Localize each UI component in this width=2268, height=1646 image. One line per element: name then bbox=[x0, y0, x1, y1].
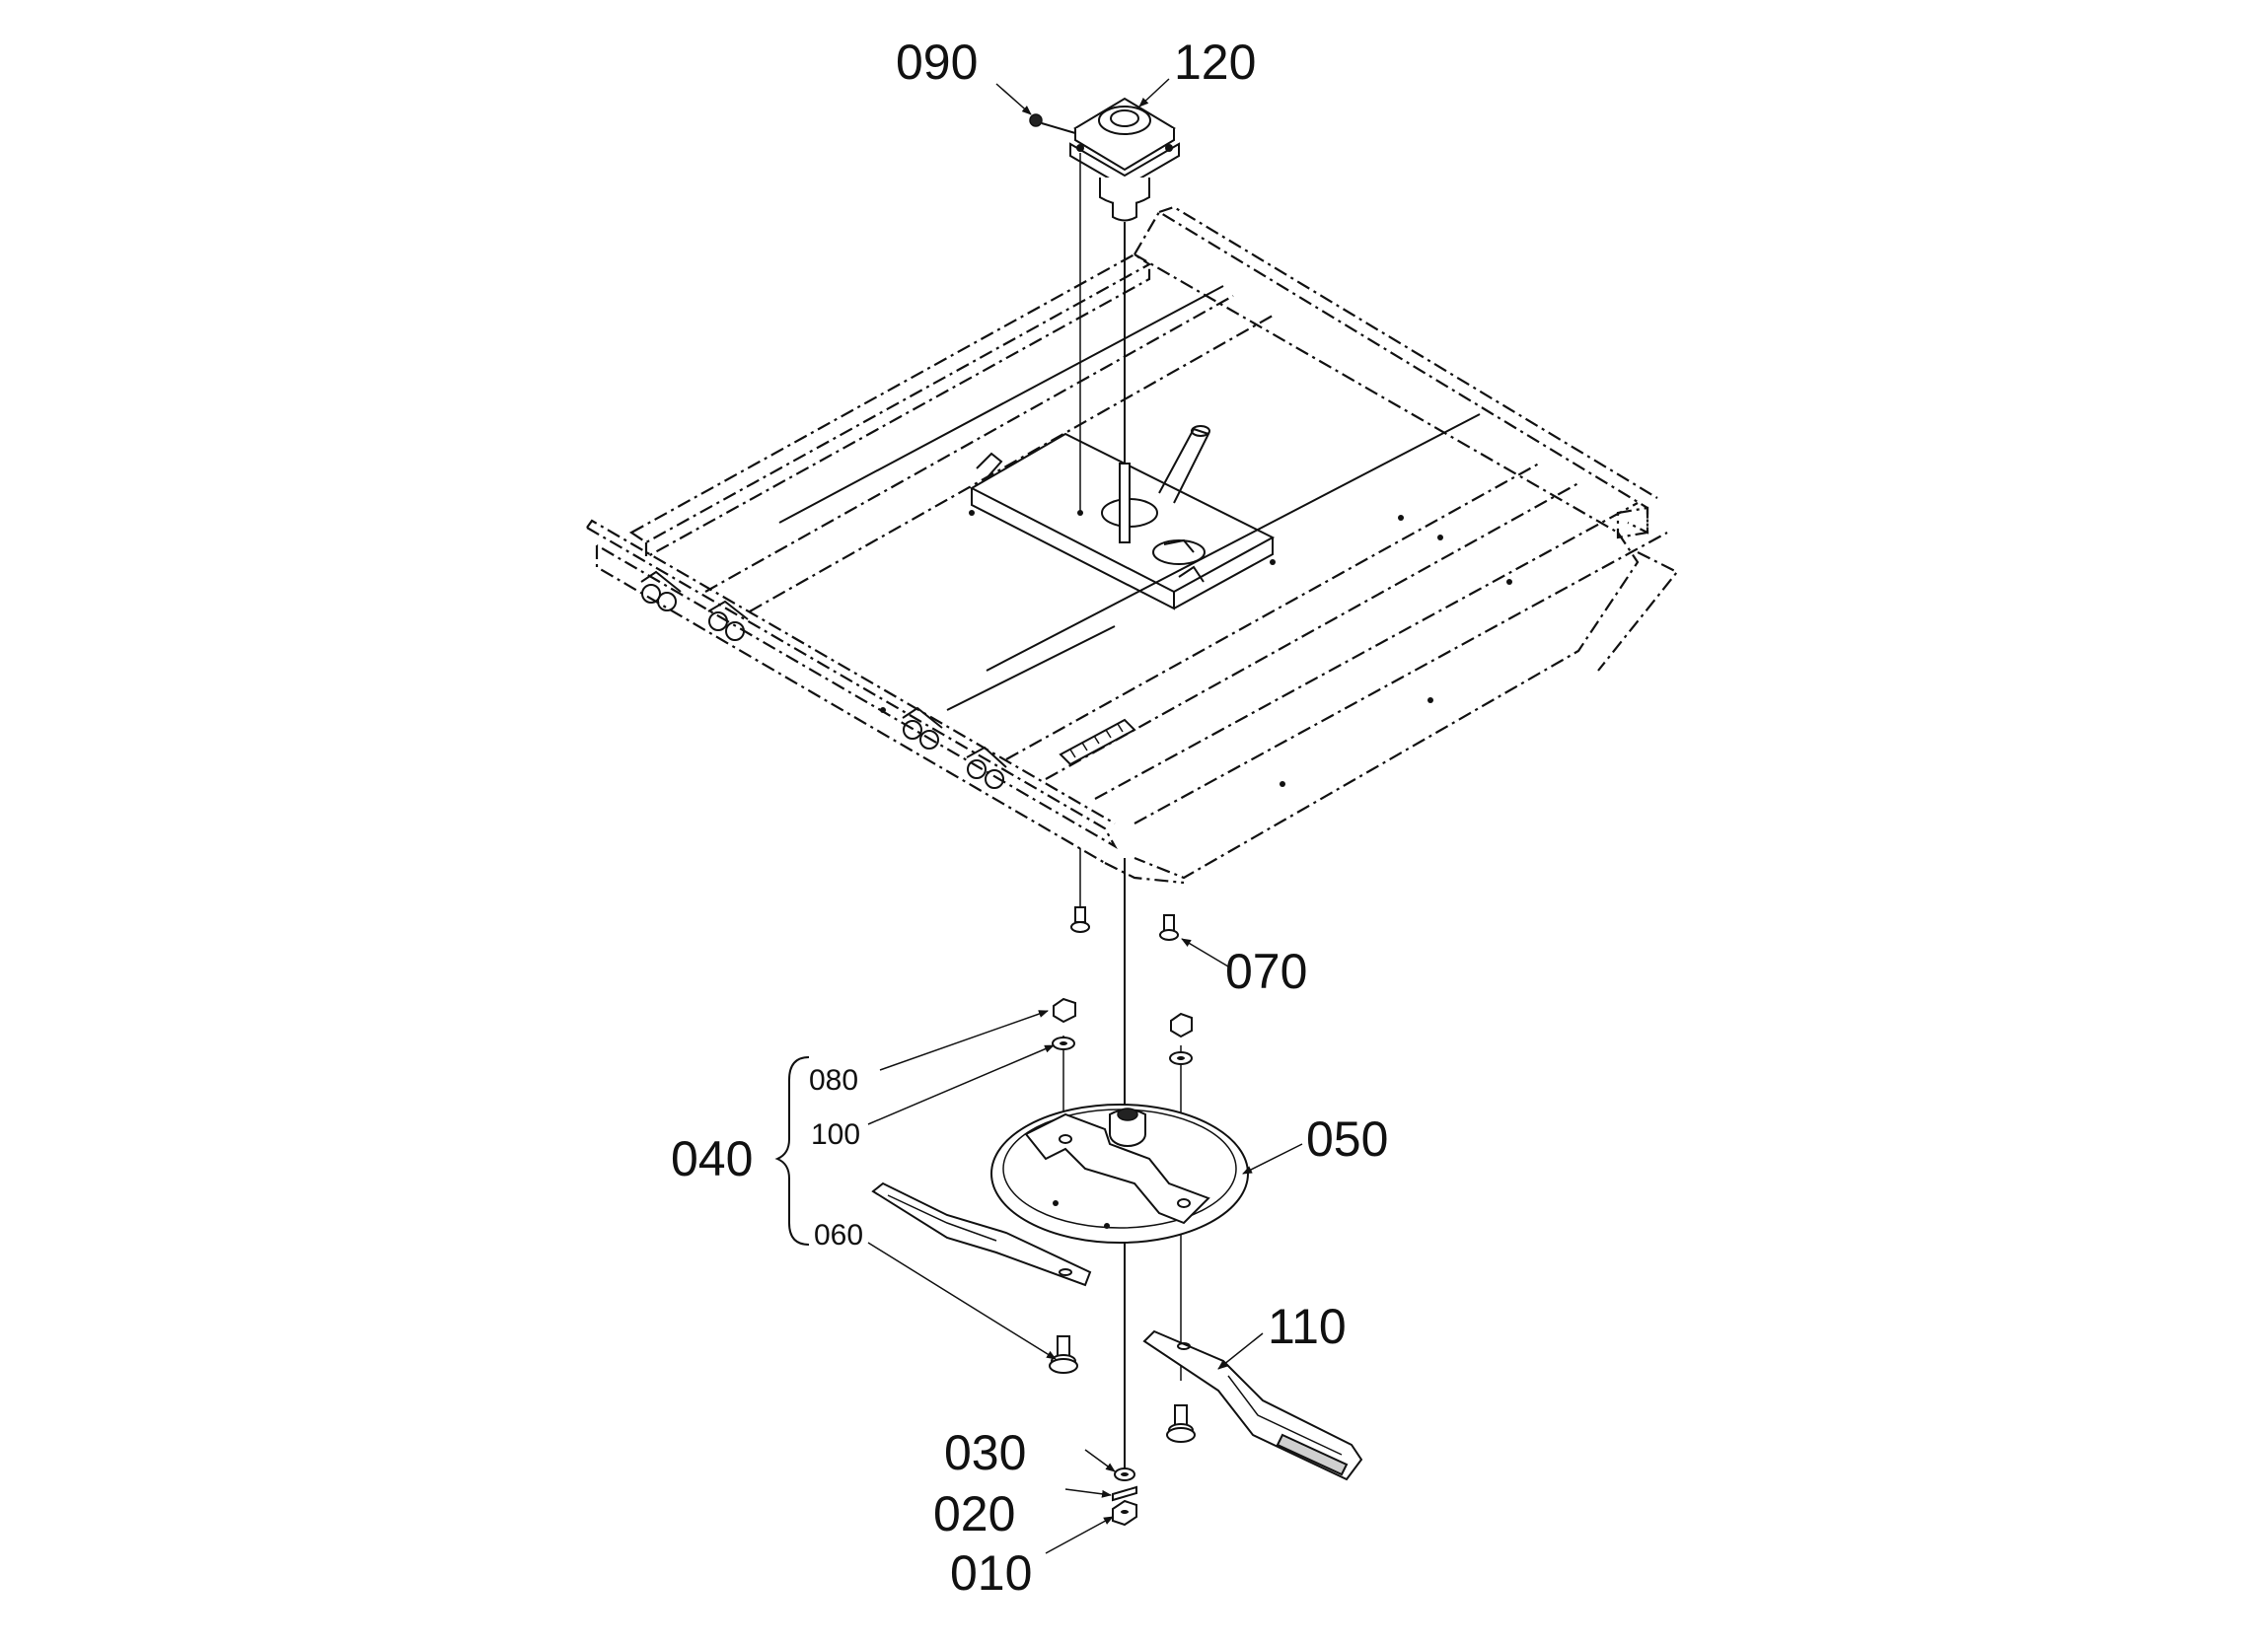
bolt-070-left bbox=[1070, 906, 1090, 933]
callout-120: 120 bbox=[1174, 35, 1256, 90]
group-bracket-040 bbox=[774, 1056, 810, 1246]
callout-060: 060 bbox=[814, 1219, 863, 1252]
callout-050: 050 bbox=[1306, 1111, 1388, 1167]
callout-090: 090 bbox=[896, 35, 978, 90]
nut-080-left bbox=[1053, 997, 1076, 1024]
washer-100-right bbox=[1169, 1051, 1193, 1065]
bolt-110 bbox=[1166, 1404, 1196, 1443]
callout-080: 080 bbox=[809, 1064, 858, 1097]
washer-030 bbox=[1114, 1467, 1135, 1481]
nut-080-right bbox=[1170, 1012, 1193, 1038]
washer-100-left bbox=[1052, 1037, 1075, 1050]
callout-110: 110 bbox=[1268, 1299, 1347, 1354]
washer-020 bbox=[1112, 1485, 1137, 1502]
nut-010 bbox=[1112, 1499, 1137, 1527]
blade-left bbox=[871, 1181, 1092, 1287]
blade-holder-disc bbox=[990, 1104, 1249, 1244]
callout-030: 030 bbox=[944, 1425, 1026, 1480]
deck-vent bbox=[1059, 718, 1136, 766]
callout-100: 100 bbox=[811, 1118, 860, 1151]
callout-020: 020 bbox=[933, 1486, 1015, 1541]
grease-nipple bbox=[1029, 113, 1076, 134]
callout-010: 010 bbox=[950, 1545, 1032, 1601]
callout-070: 070 bbox=[1225, 944, 1307, 999]
blade-right bbox=[1142, 1329, 1363, 1481]
mower-deck-frame bbox=[586, 205, 1679, 885]
gearbox-bearing bbox=[1069, 97, 1180, 222]
callout-040: 040 bbox=[671, 1131, 753, 1186]
leader-lines bbox=[867, 78, 1303, 1554]
bolt-060 bbox=[1049, 1335, 1078, 1374]
bolt-070-right bbox=[1159, 914, 1179, 941]
callout-labels: 090 120 070 080 100 040 050 060 110 030 … bbox=[671, 35, 1388, 1601]
